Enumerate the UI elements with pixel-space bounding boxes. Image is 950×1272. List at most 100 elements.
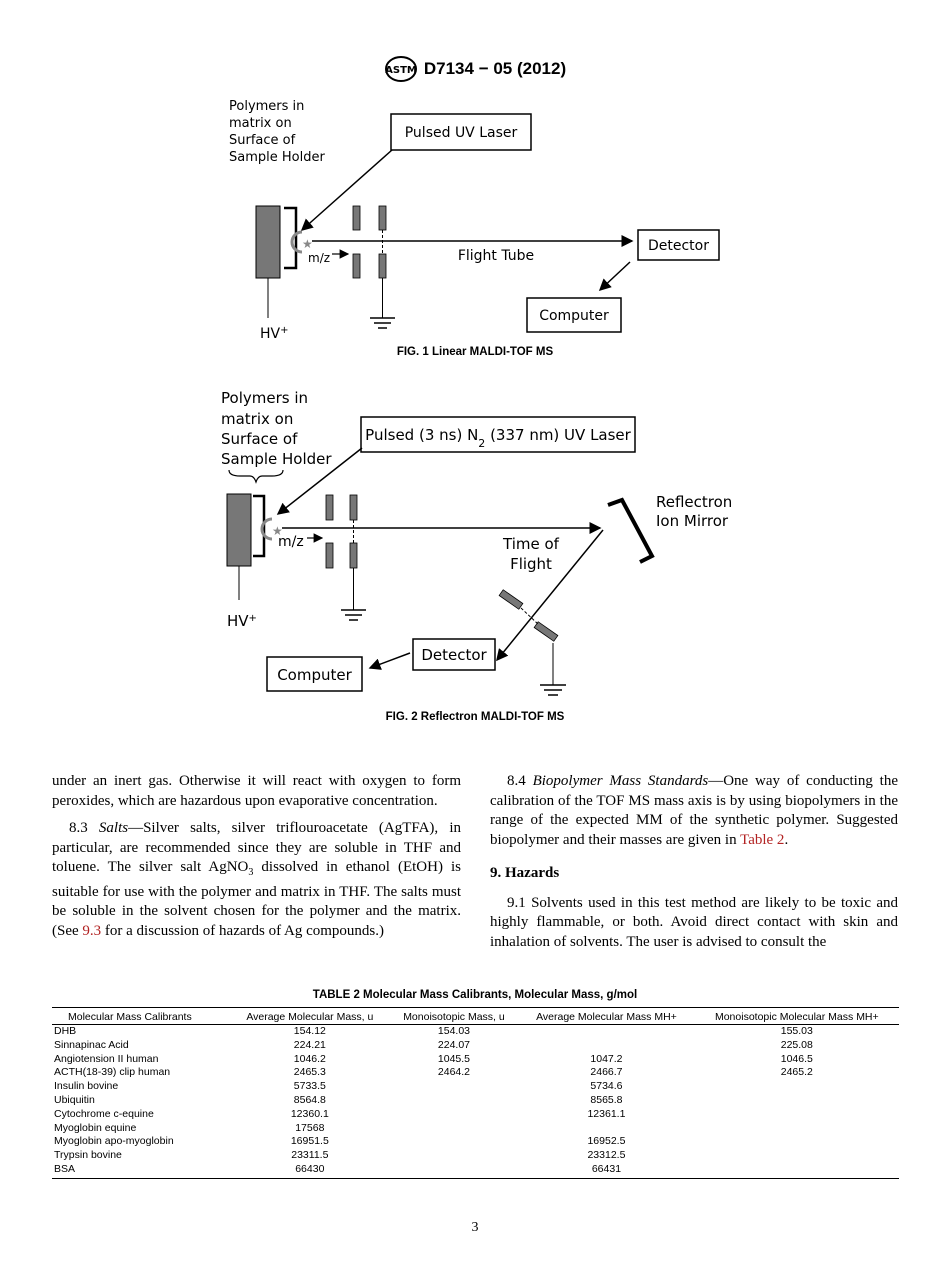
table-row: DHB 154.12 154.03 155.03 <box>52 1025 899 1039</box>
table-cell: 154.12 <box>293 1025 326 1037</box>
table-cell <box>695 1108 899 1122</box>
detector-label: Detector <box>648 238 709 254</box>
table-title: TABLE 2 Molecular Mass Calibrants, Molec… <box>312 989 638 1001</box>
table-cell: 5734.6 <box>590 1080 623 1093</box>
table-cell: 16951.5 <box>290 1135 329 1148</box>
table-cell: Myoglobin apo-myoglobin <box>54 1135 174 1148</box>
table-cell <box>695 1149 899 1163</box>
sample-label-line: Polymers in <box>221 389 308 407</box>
reflectron-mirror <box>607 497 655 564</box>
svg-text:★: ★ <box>272 524 283 538</box>
reflectron-label: Ion Mirror <box>656 512 729 530</box>
figure-1-diagram: Polymers in matrix on Surface of Sample … <box>229 99 720 343</box>
table-cell: 155.03 <box>780 1025 813 1037</box>
table-cell <box>389 1162 519 1179</box>
column-header: Monoisotopic Mass, u <box>389 1007 519 1025</box>
table-cell: 2465.3 <box>293 1066 326 1079</box>
table-cell: Angiotension II human <box>54 1052 159 1065</box>
section-9-3-link[interactable]: 9.3 <box>82 922 102 939</box>
mz-label: m/z <box>278 534 304 550</box>
table-cell: 8565.8 <box>590 1093 623 1106</box>
document-designation: D7134 − 05 (2012) <box>423 59 567 78</box>
detector-box <box>412 638 496 671</box>
table-cell <box>695 1094 899 1108</box>
table-cell: 8564.8 <box>293 1093 326 1106</box>
table-cell <box>390 1122 519 1136</box>
table-cell: 66431 <box>518 1162 695 1179</box>
table-cell: DHB <box>54 1025 77 1037</box>
table-cell: Sinnapinac Acid <box>54 1038 129 1051</box>
page-number: 3 <box>471 1220 479 1235</box>
hv-label: HV+ <box>260 325 289 343</box>
laser-box <box>360 416 636 453</box>
laser-label: Pulsed UV Laser <box>405 125 518 141</box>
table-cell: 5733.5 <box>293 1080 326 1093</box>
mz-label: m/z <box>308 251 330 265</box>
computer-box <box>266 656 363 692</box>
calibrants-table: Molecular Mass Calibrants Average Molecu… <box>52 1007 899 1179</box>
figure-1-caption: FIG. 1 Linear MALDI-TOF MS <box>396 346 554 358</box>
table-cell <box>390 1094 519 1108</box>
table-cell <box>695 1080 899 1094</box>
column-header: Monoisotopic Molecular Mass MH+ <box>694 1007 899 1025</box>
table-row: Ubiquitin 8564.8 8565.8 <box>52 1094 899 1108</box>
table-cell <box>518 1039 694 1053</box>
computer-label: Computer <box>539 308 609 324</box>
column-header: Average Molecular Mass, u <box>230 1007 390 1025</box>
table-cell: 1046.2 <box>293 1052 326 1065</box>
figure-2-caption: FIG. 2 Reflectron MALDI-TOF MS <box>385 711 565 723</box>
table-row: ACTH(18-39) clip human 2465.3 2464.2 2466.7… <box>52 1066 899 1080</box>
column-header: Average Molecular Mass MH+ <box>518 1007 695 1025</box>
table-cell: Ubiquitin <box>54 1093 95 1106</box>
detector-box <box>637 229 720 261</box>
table-cell: 2466.7 <box>590 1066 623 1079</box>
sample-holder <box>255 205 281 279</box>
table-row: Myoglobin equine 17568 <box>52 1122 899 1136</box>
laser-box <box>390 113 532 151</box>
column-header: Molecular Mass Calibrants <box>52 1007 230 1025</box>
table-cell: Myoglobin equine <box>54 1121 137 1134</box>
table-cell: 66430 <box>230 1162 390 1179</box>
table-cell: 23312.5 <box>587 1149 626 1162</box>
table-cell <box>390 1149 519 1163</box>
table-cell <box>694 1162 899 1179</box>
table-cell: 224.21 <box>293 1038 326 1051</box>
svg-text:ASTM: ASTM <box>385 65 417 76</box>
paragraph: under an inert gas. Otherwise it will re… <box>52 773 461 809</box>
sample-label-line: Polymers in <box>229 99 304 114</box>
table-cell <box>695 1135 899 1149</box>
table-cell: 12361.1 <box>587 1107 626 1120</box>
page-header: ASTM D7134 − 05 (2012) <box>0 56 950 87</box>
table-cell: 1046.5 <box>780 1052 813 1065</box>
right-column: 8.4 Biopolymer Mass Standards—One way of… <box>490 772 898 960</box>
table-cell <box>518 1122 694 1136</box>
reflectron-label: Reflectron <box>656 493 732 511</box>
hv-label: HV+ <box>227 612 257 630</box>
table-cell: 2464.2 <box>437 1066 471 1079</box>
sample-label-line: Sample Holder <box>229 150 325 165</box>
table-cell: 17568 <box>295 1121 325 1134</box>
table-cell: BSA <box>52 1162 230 1179</box>
astm-logo-icon: ASTM <box>384 56 417 82</box>
table-2-link[interactable]: Table 2 <box>740 831 785 848</box>
table-cell: 224.07 <box>437 1038 471 1051</box>
sample-label-line: Surface of <box>229 133 296 148</box>
section-heading: 9. Hazards <box>490 865 560 881</box>
computer-box <box>526 297 622 333</box>
table-cell <box>518 1025 694 1039</box>
table-cell: ACTH(18-39) clip human <box>54 1066 171 1079</box>
section-8-3: 8.3 Salts—Silver salts, silver triflouro… <box>52 820 461 939</box>
section-9-1: 9.1 Solvents used in this test method ar… <box>490 894 898 950</box>
sample-label-line: Sample Holder <box>221 450 332 468</box>
table-cell <box>390 1080 519 1094</box>
table-cell: 2465.2 <box>780 1066 813 1079</box>
table-cell: Cytochrome c-equine <box>54 1107 154 1120</box>
table-cell: Trypsin bovine <box>54 1149 122 1162</box>
section-8-4: 8.4 Biopolymer Mass Standards—One way of… <box>490 773 898 848</box>
table-cell: 154.03 <box>437 1025 471 1037</box>
